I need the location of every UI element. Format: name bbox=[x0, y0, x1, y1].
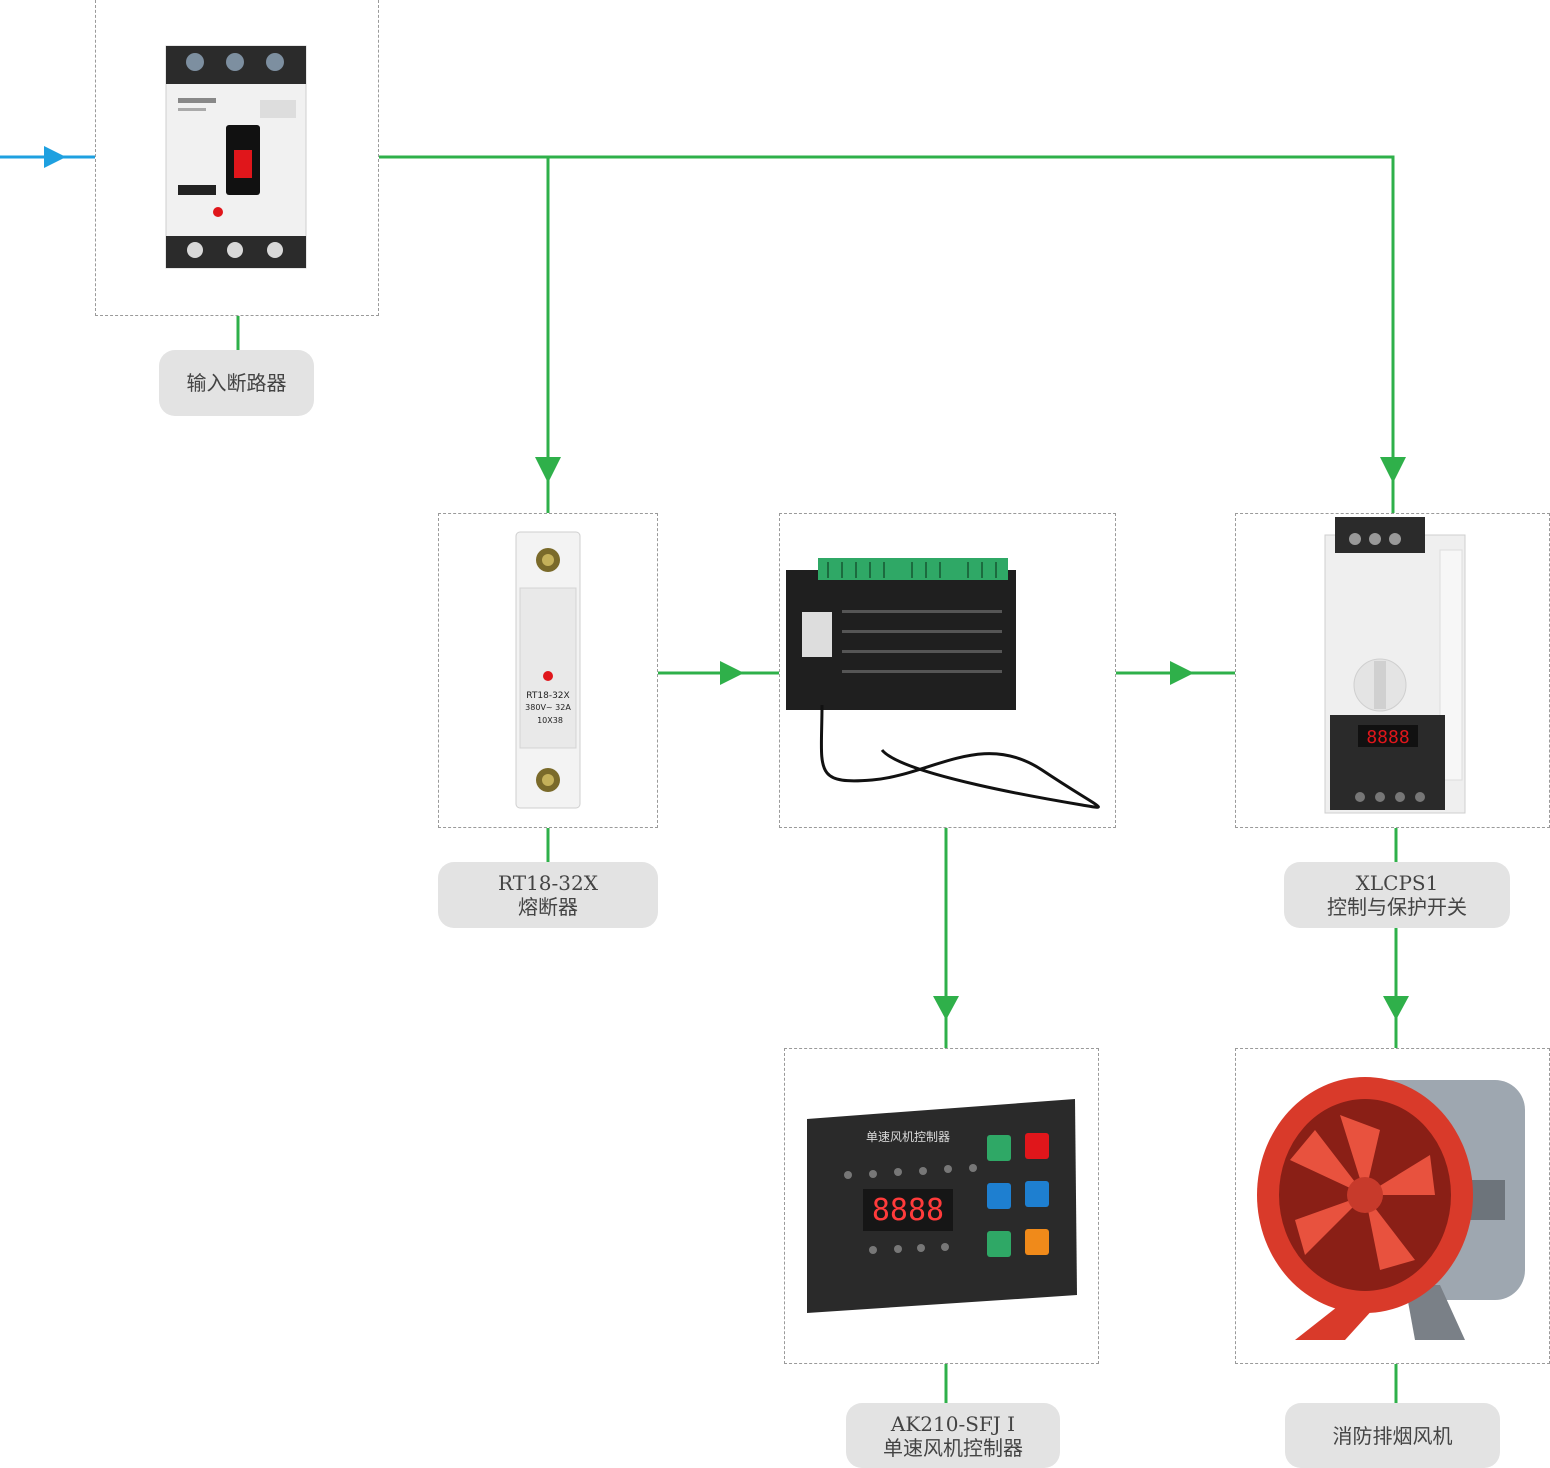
molded-case-circuit-breaker-icon bbox=[165, 45, 307, 269]
fan-controller-panel-icon: 单速风机控制器 8888 bbox=[807, 1099, 1077, 1313]
wire-arrowheads bbox=[535, 457, 1409, 1020]
panel-title-print: 单速风机控制器 bbox=[866, 1130, 950, 1144]
fuse-size-print: 10X38 bbox=[537, 716, 563, 725]
panel-label: AK210-SFJ Ⅰ 单速风机控制器 bbox=[846, 1403, 1060, 1468]
cps-label: XLCPS1 控制与保护开关 bbox=[1284, 862, 1510, 928]
panel-frame bbox=[784, 1048, 1099, 1364]
fuse-frame bbox=[438, 513, 658, 828]
cps-display: 8888 bbox=[1366, 727, 1409, 748]
input-arrow bbox=[0, 146, 95, 168]
axial-smoke-exhaust-fan-icon bbox=[1257, 1077, 1525, 1340]
fuse-rating-print: 380V~ 32A bbox=[525, 703, 571, 712]
fan-label: 消防排烟风机 bbox=[1285, 1403, 1500, 1468]
fuse-label: RT18-32X 熔断器 bbox=[438, 862, 658, 928]
panel-display: 8888 bbox=[872, 1193, 944, 1228]
fuse-model-print: RT18-32X bbox=[526, 691, 569, 701]
fuse-holder-icon: RT18-32X 380V~ 32A 10X38 bbox=[515, 531, 581, 809]
module-frame bbox=[779, 513, 1116, 828]
control-protection-switch-icon: 8888 bbox=[1324, 517, 1466, 814]
io-module-with-cable-icon bbox=[786, 558, 1100, 809]
breaker-label: 输入断路器 bbox=[159, 350, 314, 416]
breaker-frame bbox=[95, 0, 379, 316]
